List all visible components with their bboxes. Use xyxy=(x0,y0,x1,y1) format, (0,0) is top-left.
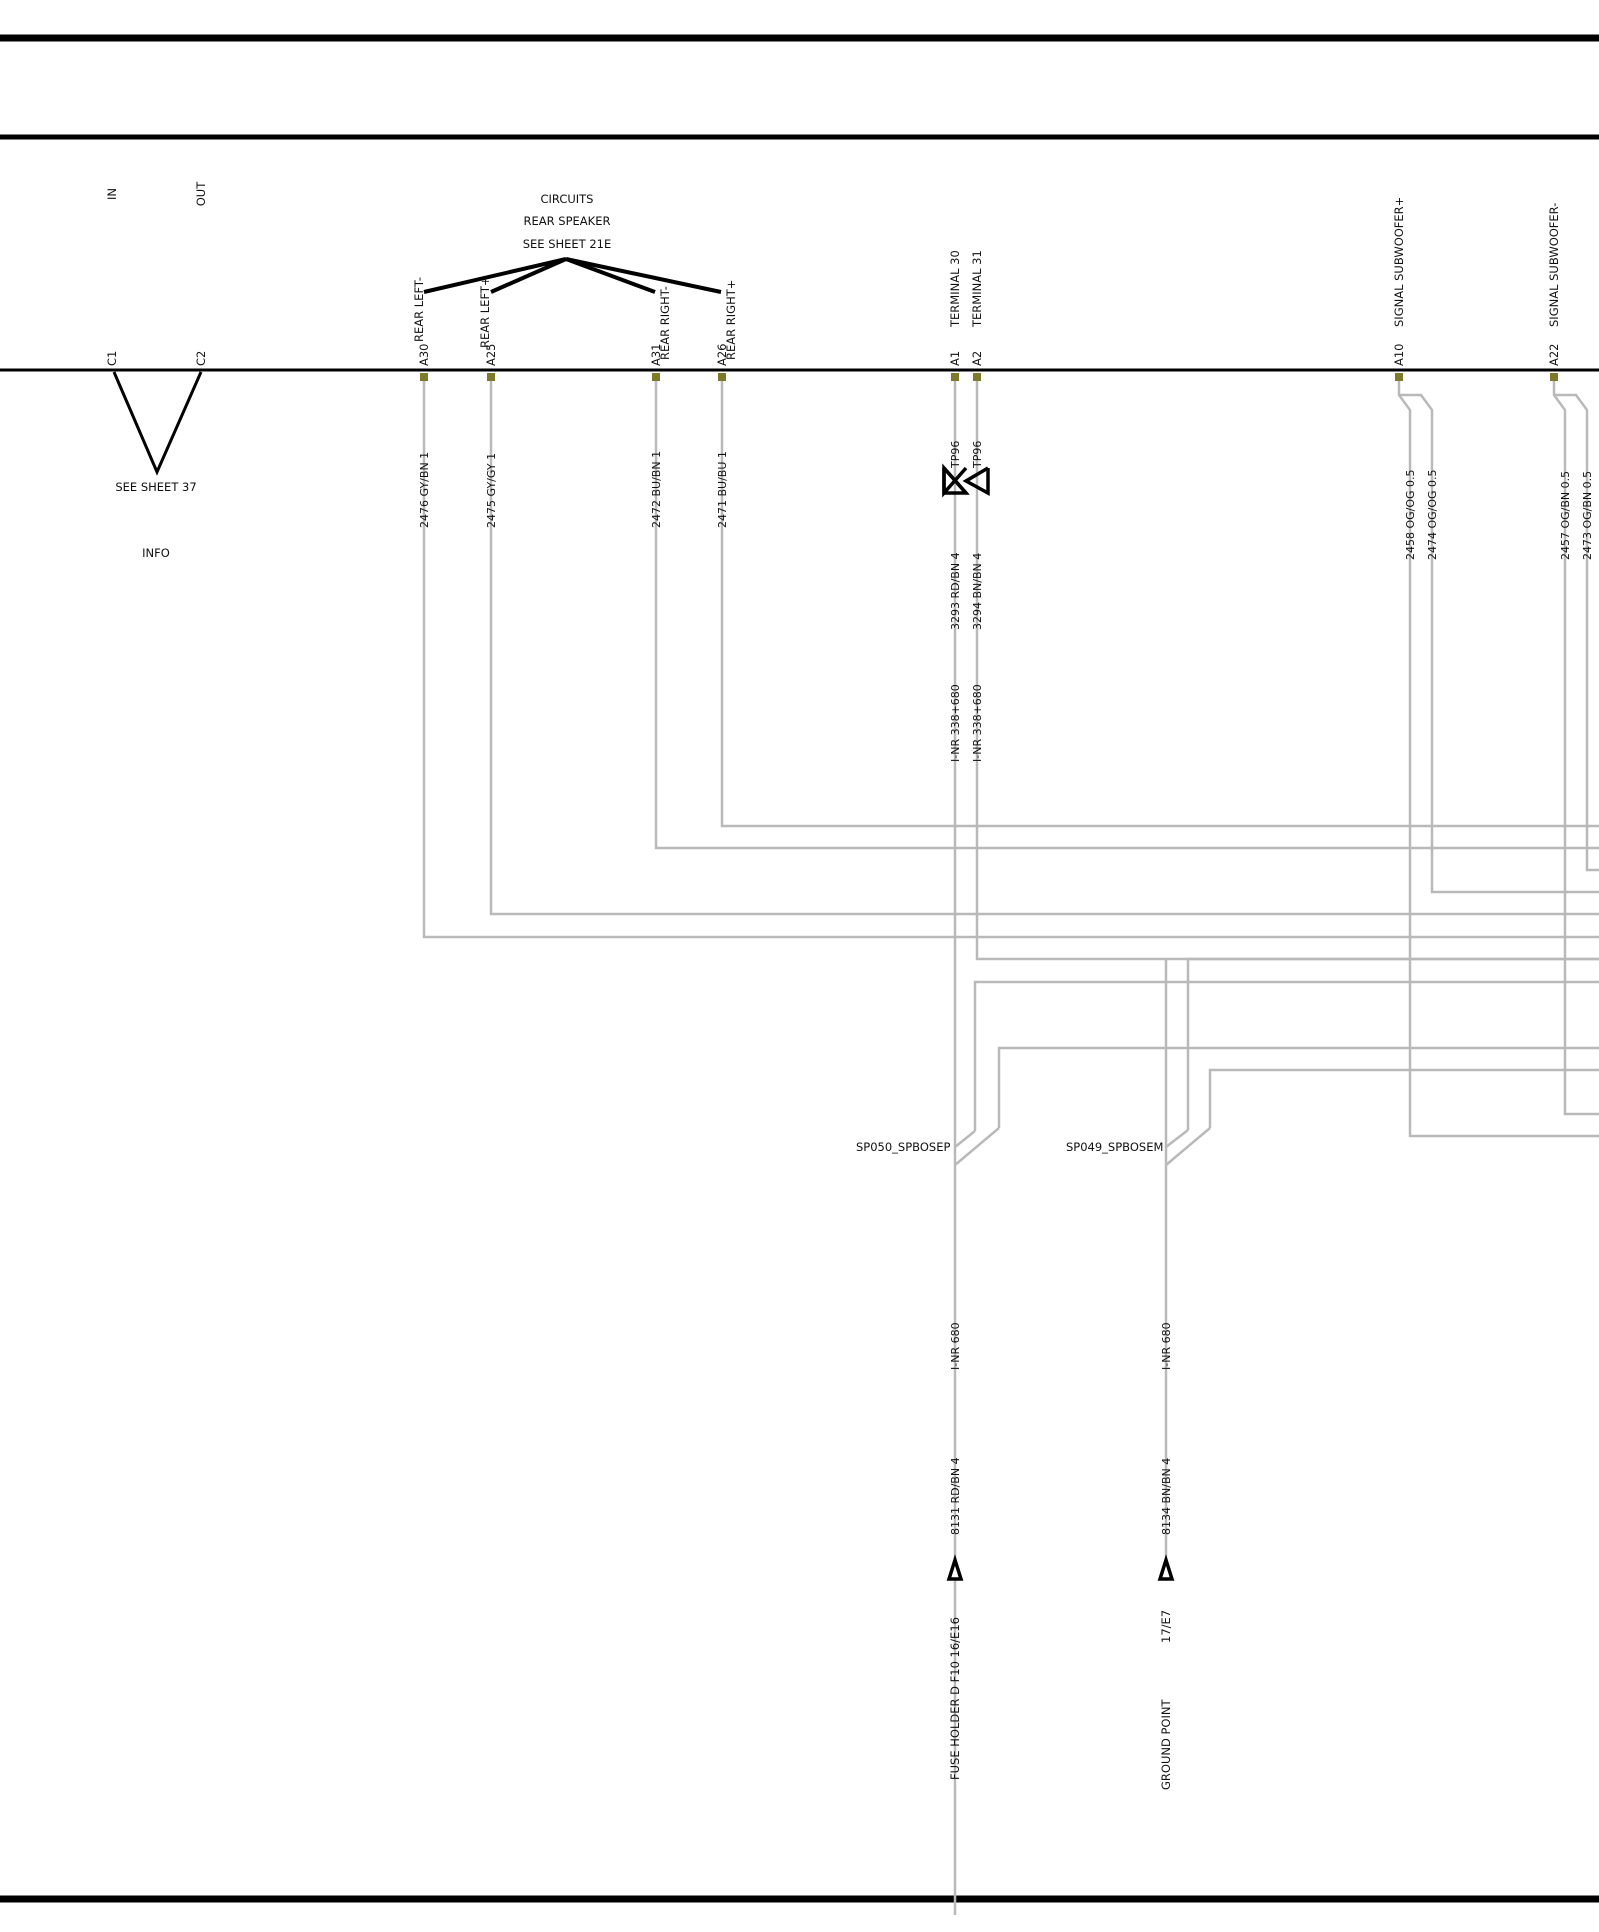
pin-label-a31: A31 xyxy=(649,343,663,366)
pin-a22[interactable] xyxy=(1550,373,1558,381)
sheet-frame xyxy=(0,34,1599,1903)
speaker-group-bracket xyxy=(423,257,722,294)
test-point-tp96[interactable] xyxy=(942,463,990,498)
wire-a22-2 xyxy=(1554,393,1599,872)
wire-sp050-feed-a xyxy=(973,980,1599,1131)
destination-labels: FUSE HOLDER D F10 16/E16 GROUND POINT 17… xyxy=(948,1610,1173,1790)
ref-label-sp049: I-NR 680 xyxy=(1160,1322,1173,1370)
wire-sp050-diag xyxy=(954,1127,1000,1166)
pin-label-a30: A30 xyxy=(417,343,431,366)
wire-label-a10-1: 2458 OG/OG 0.5 xyxy=(1404,469,1417,560)
pin-label-a2: A2 xyxy=(970,351,984,366)
wire-sp050-feed-b xyxy=(997,1046,1599,1128)
pin-label-a22: A22 xyxy=(1547,343,1561,366)
c1-label: C1 xyxy=(105,351,119,366)
tp96-left-v xyxy=(942,466,968,498)
signal-label-a31: REAR RIGHT- xyxy=(658,286,672,360)
wire-sp049-feed-a xyxy=(1186,957,1599,1130)
pin-a25[interactable] xyxy=(487,373,495,381)
fuse-holder-connector[interactable] xyxy=(946,1554,964,1581)
pin-label-a10: A10 xyxy=(1392,343,1406,366)
rear-speaker-group: CIRCUITS REAR SPEAKER SEE SHEET 21E xyxy=(423,192,722,294)
terminal-symbols xyxy=(946,1554,1175,1581)
dest-ground-ref: 17/E7 xyxy=(1159,1610,1173,1643)
wires xyxy=(422,377,1599,1915)
connector-info-block: IN OUT C1 C2 SEE SHEET 37 INFO xyxy=(105,181,208,560)
pin-a31[interactable] xyxy=(652,373,660,381)
wire-sp049-diag2 xyxy=(1165,1129,1189,1148)
signal-label-a25: REAR LEFT+ xyxy=(478,276,492,348)
wire-a10-1 xyxy=(1397,377,1599,1138)
dest-fuse-holder: FUSE HOLDER D F10 16/E16 xyxy=(948,1617,962,1780)
wire-a25 xyxy=(489,377,1599,916)
pin-a2[interactable] xyxy=(973,373,981,381)
wire-label-a1: 3293 RD/BN 4 xyxy=(949,552,962,630)
dest-ground-point: GROUND POINT xyxy=(1159,1699,1173,1790)
pin-label-a26: A26 xyxy=(715,343,729,366)
pin-labels: A30 A25 A31 A26 A1 A2 A10 A22 xyxy=(417,343,1561,366)
ground-point-connector[interactable] xyxy=(1157,1554,1175,1581)
info-label: INFO xyxy=(142,546,170,560)
wire-sp050-diag2 xyxy=(954,1130,976,1148)
signal-label-a1: TERMINAL 30 xyxy=(948,250,962,328)
info-triangle xyxy=(112,371,203,476)
signal-label-a10: SIGNAL SUBWOOFER+ xyxy=(1392,197,1406,327)
wire-a26 xyxy=(720,377,1599,828)
wire-label-a10-2: 2474 OG/OG 0.5 xyxy=(1426,469,1439,560)
ref-label-a1: I-NR 338+680 xyxy=(949,684,962,762)
connector-pins xyxy=(420,373,1558,381)
in-label: IN xyxy=(105,188,119,200)
wire-a31 xyxy=(654,377,1599,850)
pin-a10[interactable] xyxy=(1395,373,1403,381)
wire-label-a22-1: 2457 OG/BN 0.5 xyxy=(1559,471,1572,560)
wire-label-a31: 2472 BU/BN 1 xyxy=(650,451,663,528)
signal-label-a30: REAR LEFT- xyxy=(412,277,426,342)
splice-label-sp050: SP050_SPBOSEP xyxy=(856,1140,950,1154)
out-label: OUT xyxy=(194,181,208,206)
tp96-right-v xyxy=(962,466,990,496)
signal-labels: REAR LEFT- REAR LEFT+ REAR RIGHT- REAR R… xyxy=(412,197,1561,360)
wire-label-a22-2: 2473 OG/BN 0.5 xyxy=(1581,471,1594,560)
wire-a22-1 xyxy=(1552,377,1599,1116)
wire-label-sp050: 8131 RD/BN 4 xyxy=(949,1457,962,1535)
wire-label-a25: 2475 GY/GY 1 xyxy=(485,453,498,528)
c2-label: C2 xyxy=(194,351,208,366)
pin-a26[interactable] xyxy=(718,373,726,381)
ref-label-a2: I-NR 338+680 xyxy=(971,684,984,762)
wire-label-a30: 2476 GY/BN 1 xyxy=(418,452,431,528)
wire-sp049-diag xyxy=(1165,1127,1211,1166)
tp-label-a2: TP96 xyxy=(971,441,984,469)
pin-a30[interactable] xyxy=(420,373,428,381)
wire-label-a2: 3294 BN/BN 4 xyxy=(971,553,984,630)
wire-label-sp049: 8134 BN/BN 4 xyxy=(1160,1458,1173,1535)
tp-label-a1: TP96 xyxy=(949,441,962,469)
splice-labels: SP050_SPBOSEP SP049_SPBOSEM I-NR 680 I-N… xyxy=(856,1140,1173,1535)
signal-label-a2: TERMINAL 31 xyxy=(970,250,984,328)
ref-label-sp050: I-NR 680 xyxy=(949,1322,962,1370)
pin-a1[interactable] xyxy=(951,373,959,381)
wire-label-a26: 2471 BU/BU 1 xyxy=(716,451,729,528)
speaker-group-line2: REAR SPEAKER xyxy=(524,214,611,228)
splice-label-sp049: SP049_SPBOSEM xyxy=(1066,1140,1163,1154)
see-sheet-37-label: SEE SHEET 37 xyxy=(115,480,196,494)
wire-a10-2 xyxy=(1399,393,1599,894)
signal-label-a22: SIGNAL SUBWOOFER- xyxy=(1547,203,1561,327)
wire-a30 xyxy=(422,377,1599,939)
speaker-group-line3: SEE SHEET 21E xyxy=(523,237,612,251)
speaker-group-line1: CIRCUITS xyxy=(540,192,593,206)
signal-label-a26: REAR RIGHT+ xyxy=(724,280,738,360)
pin-label-a25: A25 xyxy=(484,343,498,366)
wire-sp049-feed-b xyxy=(1208,1068,1599,1128)
wire-labels: 2476 GY/BN 1 2475 GY/GY 1 2472 BU/BN 1 2… xyxy=(418,441,1594,762)
pin-label-a1: A1 xyxy=(948,351,962,366)
wire-a2 xyxy=(975,377,1599,961)
